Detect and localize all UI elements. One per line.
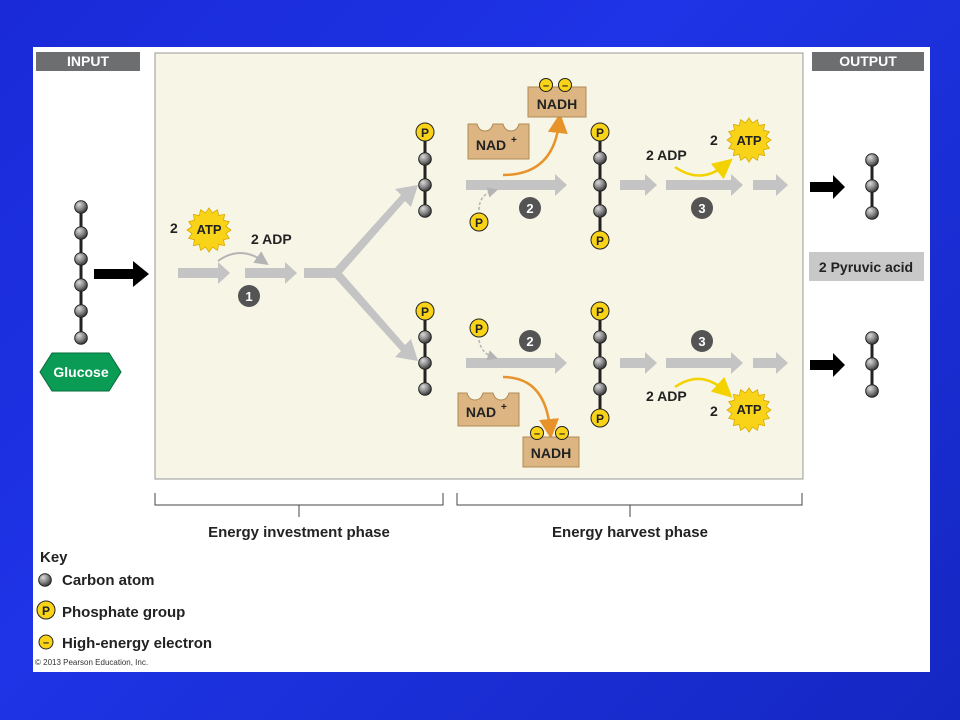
svg-text:Phosphate group: Phosphate group <box>62 604 185 621</box>
svg-text:Carbon atom: Carbon atom <box>62 572 155 589</box>
phosphorylation-arrow-top <box>674 158 733 180</box>
nad-reduction-arrow-top <box>502 113 568 177</box>
output-arrow-top <box>810 175 845 199</box>
svg-text:2: 2 <box>710 132 718 148</box>
svg-text:P: P <box>596 305 604 319</box>
svg-text:3: 3 <box>698 201 705 216</box>
svg-text:3: 3 <box>698 334 705 349</box>
svg-text:P: P <box>596 412 604 426</box>
glycolysis-diagram: INPUT OUTPUT Glucose 2 ATP 2 ADP 1 <box>35 52 924 667</box>
key-carbon: Carbon atom <box>38 572 155 589</box>
svg-text:+: + <box>511 135 517 146</box>
adp-label-top: 2 ADP <box>646 147 687 163</box>
input-header: INPUT <box>36 52 140 71</box>
input-arrow <box>94 261 149 287</box>
svg-text:P: P <box>475 322 483 336</box>
key-phosphate: P Phosphate group <box>36 600 185 621</box>
intermediate-bottom: P <box>415 301 435 396</box>
svg-text:+: + <box>501 402 507 413</box>
svg-text:P: P <box>596 234 604 248</box>
nadh-box-bottom: NADH – – <box>522 426 580 468</box>
pyruvic-acid-label: 2 Pyruvic acid <box>809 252 924 281</box>
svg-text:P: P <box>421 305 429 319</box>
step-1-badge: 1 <box>238 285 260 307</box>
harvest-arrows-bottom <box>466 352 788 374</box>
svg-text:NAD: NAD <box>476 137 506 153</box>
copyright-notice: © 2013 Pearson Education, Inc. <box>35 658 148 667</box>
svg-text:2: 2 <box>170 220 178 236</box>
phosphate-in-bottom: P <box>469 318 498 361</box>
investment-arrows <box>178 185 418 361</box>
svg-text:OUTPUT: OUTPUT <box>839 53 897 69</box>
nad-reduction-arrow-bottom <box>502 375 559 439</box>
svg-text:Energy investment phase: Energy investment phase <box>208 524 390 541</box>
adp-label-bottom: 2 ADP <box>646 388 687 404</box>
svg-text:–: – <box>562 80 568 92</box>
svg-text:High-energy electron: High-energy electron <box>62 635 212 652</box>
step-3-badge-top: 3 <box>691 197 713 219</box>
pyruvate-chain-top <box>865 153 879 220</box>
investment-phase-bracket: Energy investment phase <box>154 493 444 541</box>
atp-consumed: 2 ATP <box>170 207 232 253</box>
nadh-box-top: NADH – – <box>527 78 587 118</box>
svg-text:–: – <box>543 80 549 92</box>
glucose-chain <box>74 200 88 345</box>
output-arrow-bottom <box>810 353 845 377</box>
svg-text:ATP: ATP <box>736 133 761 148</box>
output-header: OUTPUT <box>812 52 924 71</box>
glucose-label: Glucose <box>39 352 122 392</box>
pyruvate-chain-bottom <box>865 331 879 398</box>
key-title: Key <box>40 549 68 566</box>
svg-text:P: P <box>475 216 483 230</box>
svg-text:P: P <box>596 126 604 140</box>
svg-text:2 Pyruvic acid: 2 Pyruvic acid <box>819 259 913 275</box>
step-3-badge-bottom: 3 <box>691 330 713 352</box>
phosphate-in-top: P <box>469 187 499 232</box>
svg-text:ATP: ATP <box>196 222 221 237</box>
svg-text:NAD: NAD <box>466 404 496 420</box>
svg-text:Glucose: Glucose <box>53 364 108 380</box>
svg-text:P: P <box>421 126 429 140</box>
svg-text:2: 2 <box>526 201 533 216</box>
step-2-badge-bottom: 2 <box>519 330 541 352</box>
harvest-phase-bracket: Energy harvest phase <box>456 493 803 541</box>
atp-produced-bottom: 2 ATP <box>710 387 772 433</box>
svg-text:NADH: NADH <box>537 96 577 112</box>
intermediate-top: P <box>415 122 435 218</box>
atp-produced-top: 2 ATP <box>710 117 772 163</box>
key-electron: – High-energy electron <box>38 634 212 652</box>
svg-text:2: 2 <box>526 334 533 349</box>
nad-box-bottom: NAD + <box>457 392 520 427</box>
svg-text:–: – <box>559 428 565 440</box>
bisphosphate-chain-top: P P <box>590 122 610 250</box>
nad-box-top: NAD + <box>467 123 530 160</box>
slide-content: INPUT OUTPUT Glucose 2 ATP 2 ADP 1 <box>33 47 930 672</box>
harvest-arrows-top <box>466 174 788 196</box>
svg-text:ATP: ATP <box>736 402 761 417</box>
svg-text:P: P <box>42 604 50 618</box>
svg-text:NADH: NADH <box>531 445 571 461</box>
bisphosphate-chain-bottom: P P <box>590 301 610 428</box>
adp-label: 2 ADP <box>251 231 292 247</box>
svg-text:INPUT: INPUT <box>67 53 109 69</box>
svg-text:–: – <box>534 428 540 440</box>
svg-text:2: 2 <box>710 403 718 419</box>
step-2-badge-top: 2 <box>519 197 541 219</box>
svg-text:–: – <box>43 637 49 649</box>
svg-text:1: 1 <box>245 289 252 304</box>
phosphorylation-arrow-bottom <box>674 376 733 398</box>
svg-text:Energy harvest phase: Energy harvest phase <box>552 524 708 541</box>
